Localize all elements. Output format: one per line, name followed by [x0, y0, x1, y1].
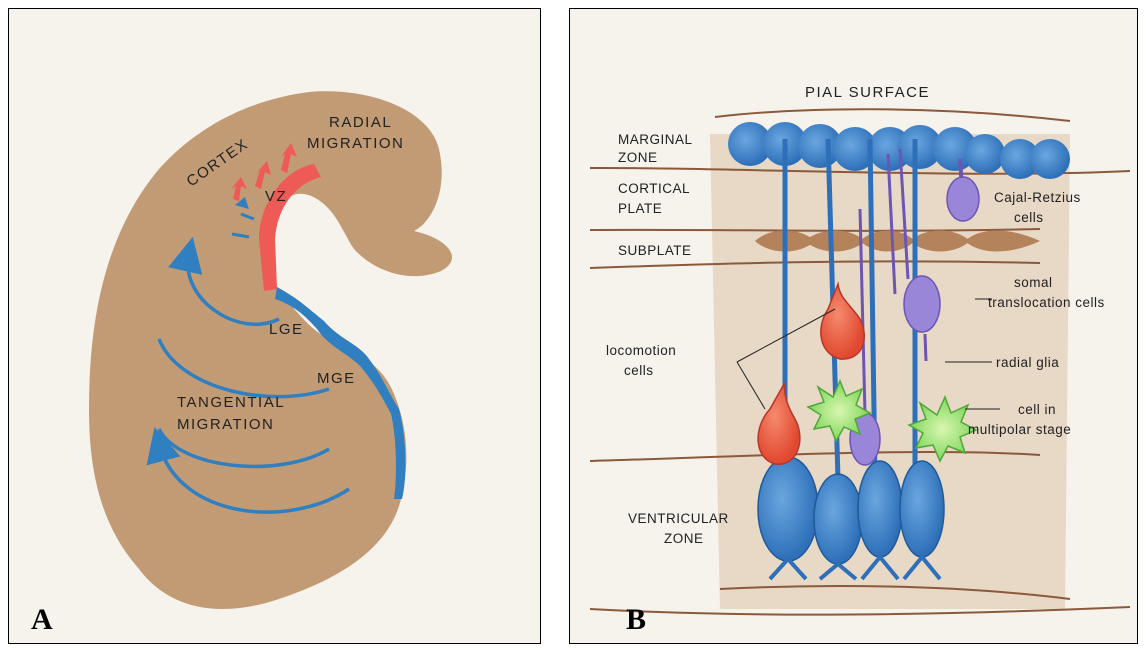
- subplate-cells: [755, 231, 1040, 252]
- label-ventricular-zone: ZONE: [664, 531, 704, 546]
- label-cortical: CORTICAL: [618, 181, 690, 196]
- panel-letter-a: A: [31, 603, 53, 636]
- brain-section-diagram: CORTEX RADIAL MIGRATION VZ LGE MGE TANGE…: [9, 9, 541, 644]
- label-multipolar-stage: multipolar stage: [968, 422, 1071, 437]
- label-cajal-retzius: Cajal-Retzius: [994, 190, 1081, 205]
- label-somal-translocation: translocation cells: [988, 295, 1105, 310]
- label-cell-in: cell in: [1018, 402, 1056, 417]
- label-locomotion-cells: cells: [624, 363, 654, 378]
- panel-letter-b: B: [626, 603, 646, 636]
- label-vz: VZ: [265, 188, 287, 205]
- label-radial-glia: radial glia: [996, 355, 1059, 370]
- label-radial-migration: MIGRATION: [307, 135, 404, 152]
- cortical-layers-diagram: MARGINAL ZONE CORTICAL PLATE SUBPLATE VE…: [570, 9, 1138, 644]
- label-radial: RADIAL: [329, 114, 392, 131]
- label-mge: MGE: [317, 370, 356, 387]
- label-subplate: SUBPLATE: [618, 243, 692, 258]
- label-cajal-retzius-cells: cells: [1014, 210, 1044, 225]
- label-pial-surface: PIAL SURFACE: [805, 84, 930, 101]
- label-marginal: MARGINAL: [618, 132, 693, 147]
- panel-a: CORTEX RADIAL MIGRATION VZ LGE MGE TANGE…: [8, 8, 541, 644]
- panel-b: MARGINAL ZONE CORTICAL PLATE SUBPLATE VE…: [569, 8, 1138, 644]
- label-somal: somal: [1014, 275, 1053, 290]
- label-lge: LGE: [269, 321, 304, 338]
- label-tangential-migration: MIGRATION: [177, 416, 274, 433]
- label-locomotion: locomotion: [606, 343, 676, 358]
- label-tangential: TANGENTIAL: [177, 394, 285, 411]
- label-cortical-plate: PLATE: [618, 201, 662, 216]
- label-ventricular: VENTRICULAR: [628, 511, 729, 526]
- label-marginal-zone: ZONE: [618, 150, 658, 165]
